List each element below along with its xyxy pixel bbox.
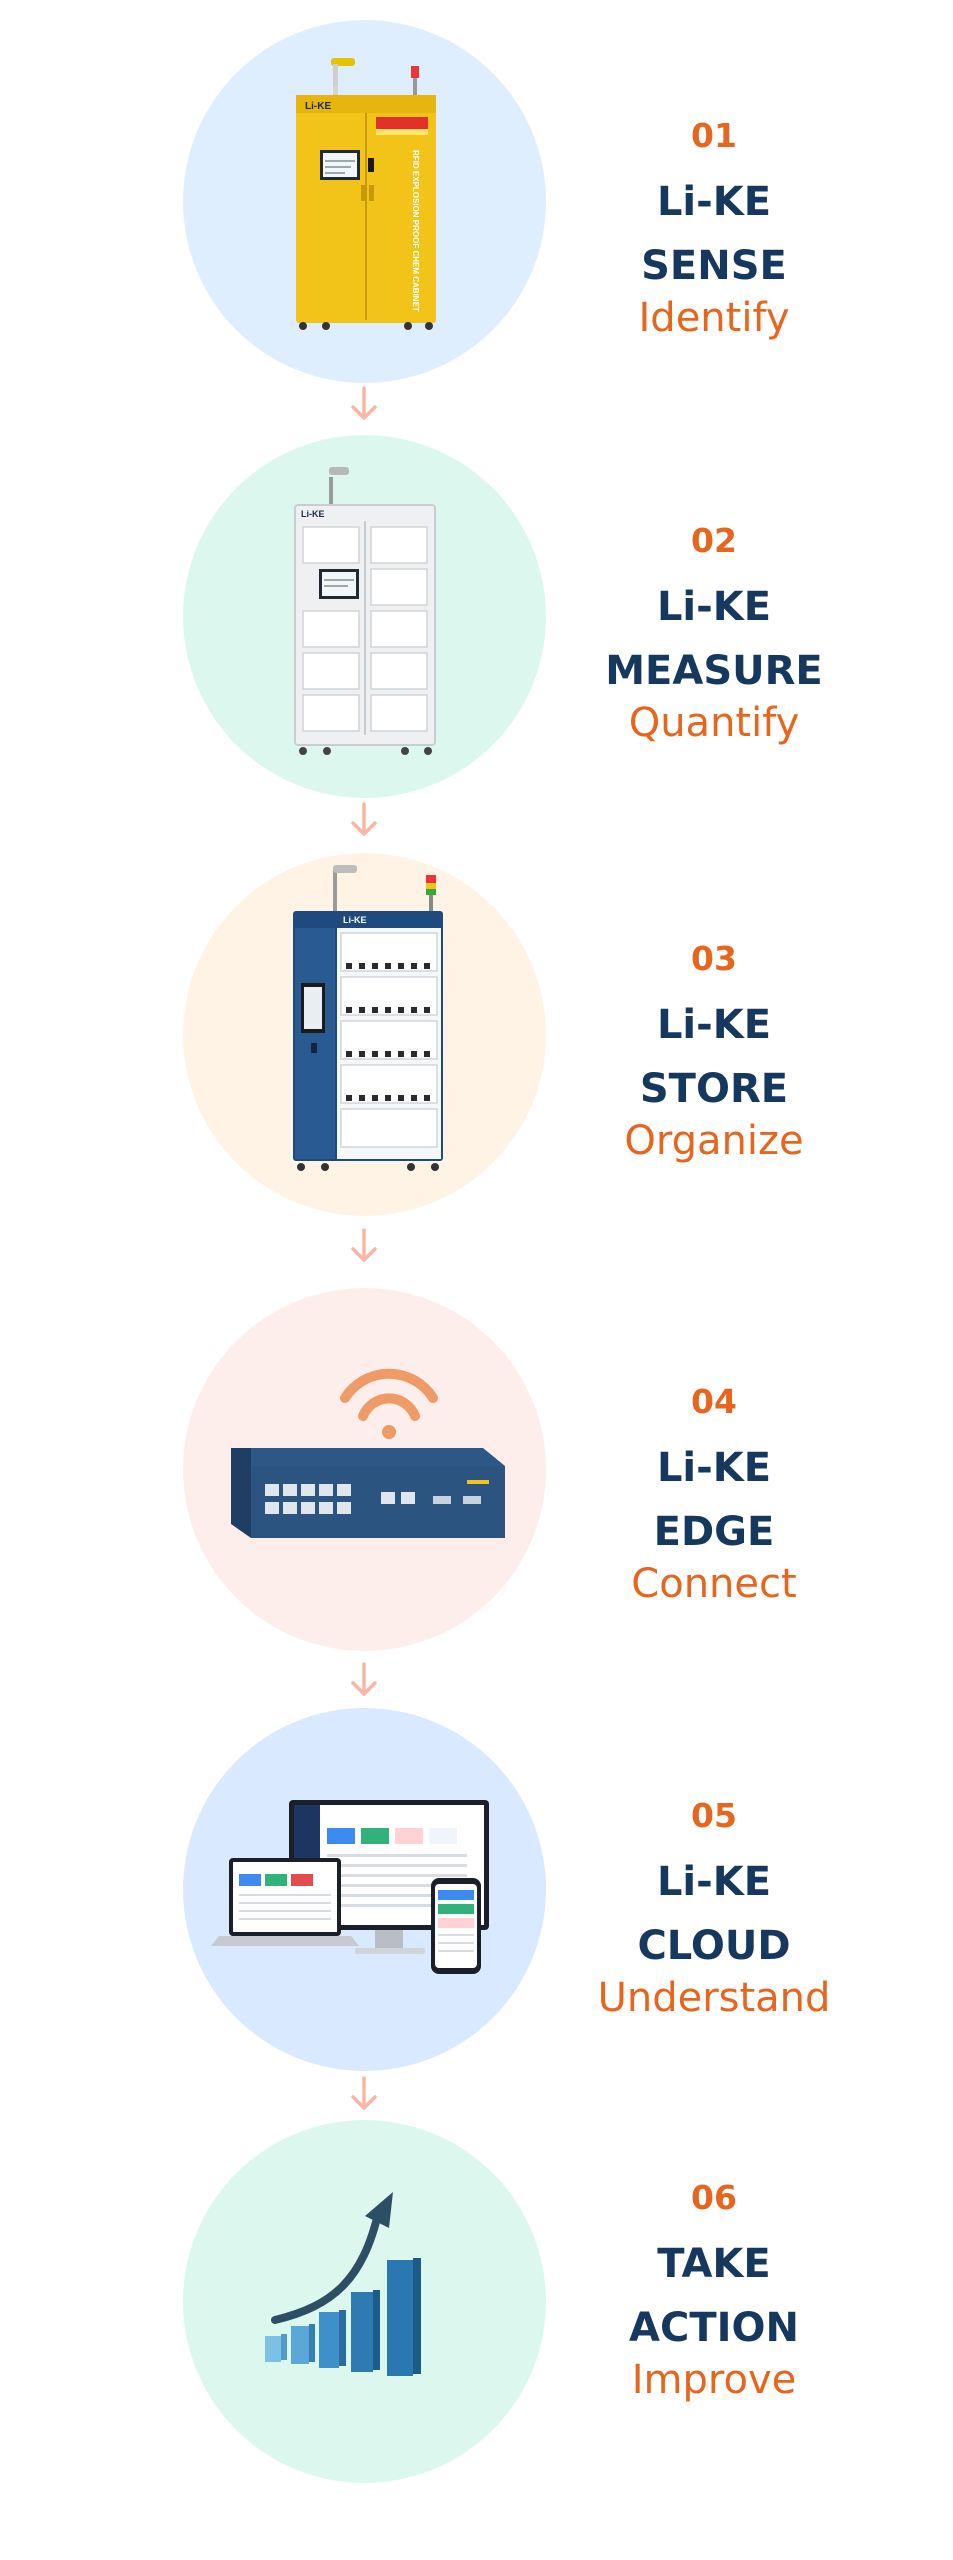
step-number: 02 xyxy=(691,521,737,560)
step-5: 05 Li-KE CLOUD Understand xyxy=(0,1708,953,2088)
step-subtitle: Quantify xyxy=(628,700,800,746)
step-3-text: 03 Li-KE STORE Organize xyxy=(584,939,844,1167)
step-3-circle: Li-KE xyxy=(183,853,546,1216)
step-number: 06 xyxy=(691,2178,737,2217)
step-title-line-2: ACTION xyxy=(629,2305,799,2351)
step-number: 03 xyxy=(691,939,737,978)
arrow-down-icon xyxy=(351,1228,377,1262)
step-title-line-1: Li-KE xyxy=(656,179,772,225)
step-4-text: 04 Li-KE EDGE Connect xyxy=(584,1382,844,1610)
step-2: Li-KE 02 Li-KE MEASURE Quantify xyxy=(0,435,953,815)
step-number: 04 xyxy=(691,1382,737,1421)
step-title: TAKE ACTION xyxy=(584,2232,844,2360)
step-subtitle: Improve xyxy=(631,2357,797,2403)
step-title-line-1: TAKE xyxy=(657,2241,771,2287)
cabinet-brand-label: Li-KE xyxy=(301,509,325,519)
step-title: Li-KE SENSE xyxy=(584,170,844,298)
growth-chart-icon xyxy=(265,2192,421,2376)
arrow-down-icon xyxy=(351,1662,377,1696)
step-subtitle: Organize xyxy=(624,1118,804,1164)
step-2-circle: Li-KE xyxy=(183,435,546,798)
step-number: 01 xyxy=(691,116,737,155)
cabinet-side-label: RFID EXPLOSION PROOF CHEM CABINET xyxy=(411,150,420,312)
step-title-line-1: Li-KE xyxy=(656,1445,772,1491)
wifi-icon xyxy=(340,1368,438,1421)
step-title-line-2: STORE xyxy=(639,1066,789,1112)
step-1-text: 01 Li-KE SENSE Identify xyxy=(584,116,844,344)
cabinet-brand-label: Li-KE xyxy=(305,101,331,112)
white-cabinet-icon: Li-KE xyxy=(294,467,436,755)
step-title: Li-KE MEASURE xyxy=(584,575,844,703)
cloud-devices-icon xyxy=(211,1800,489,1974)
step-5-circle xyxy=(183,1708,546,2071)
step-2-text: 02 Li-KE MEASURE Quantify xyxy=(584,521,844,749)
step-title-line-2: MEASURE xyxy=(605,648,823,694)
step-subtitle: Connect xyxy=(631,1561,797,1607)
arrow-down-icon xyxy=(351,802,377,836)
arrow-down-icon xyxy=(351,2076,377,2110)
step-title: Li-KE CLOUD xyxy=(584,1850,844,1978)
step-title-line-1: Li-KE xyxy=(656,1859,772,1905)
step-title: Li-KE STORE xyxy=(584,993,844,1121)
step-title: Li-KE EDGE xyxy=(584,1436,844,1564)
step-6-circle xyxy=(183,2120,546,2483)
step-1-circle: Li-KE RFID EXPLOSION PROOF CHEM CABINET xyxy=(183,20,546,383)
step-1: Li-KE RFID EXPLOSION PROOF CHEM CABINET … xyxy=(0,20,953,400)
step-4: 04 Li-KE EDGE Connect xyxy=(0,1288,953,1668)
step-title-line-1: Li-KE xyxy=(656,1002,772,1048)
step-5-text: 05 Li-KE CLOUD Understand xyxy=(584,1796,844,2024)
step-subtitle: Understand xyxy=(597,1975,831,2021)
step-4-circle xyxy=(183,1288,546,1651)
step-title-line-1: Li-KE xyxy=(656,584,772,630)
yellow-cabinet-icon: Li-KE RFID EXPLOSION PROOF CHEM CABINET xyxy=(296,58,436,330)
arrow-down-icon xyxy=(351,386,377,420)
step-number: 05 xyxy=(691,1796,737,1835)
cabinet-brand-label: Li-KE xyxy=(343,915,367,925)
step-title-line-2: EDGE xyxy=(653,1509,775,1555)
step-subtitle: Identify xyxy=(638,295,790,341)
step-6-text: 06 TAKE ACTION Improve xyxy=(584,2178,844,2406)
step-title-line-2: CLOUD xyxy=(637,1923,791,1969)
step-3: Li-KE xyxy=(0,853,953,1233)
network-switch-icon xyxy=(231,1368,505,1538)
blue-cabinet-icon: Li-KE xyxy=(293,865,443,1171)
step-title-line-2: SENSE xyxy=(641,243,787,289)
step-6: 06 TAKE ACTION Improve xyxy=(0,2120,953,2500)
